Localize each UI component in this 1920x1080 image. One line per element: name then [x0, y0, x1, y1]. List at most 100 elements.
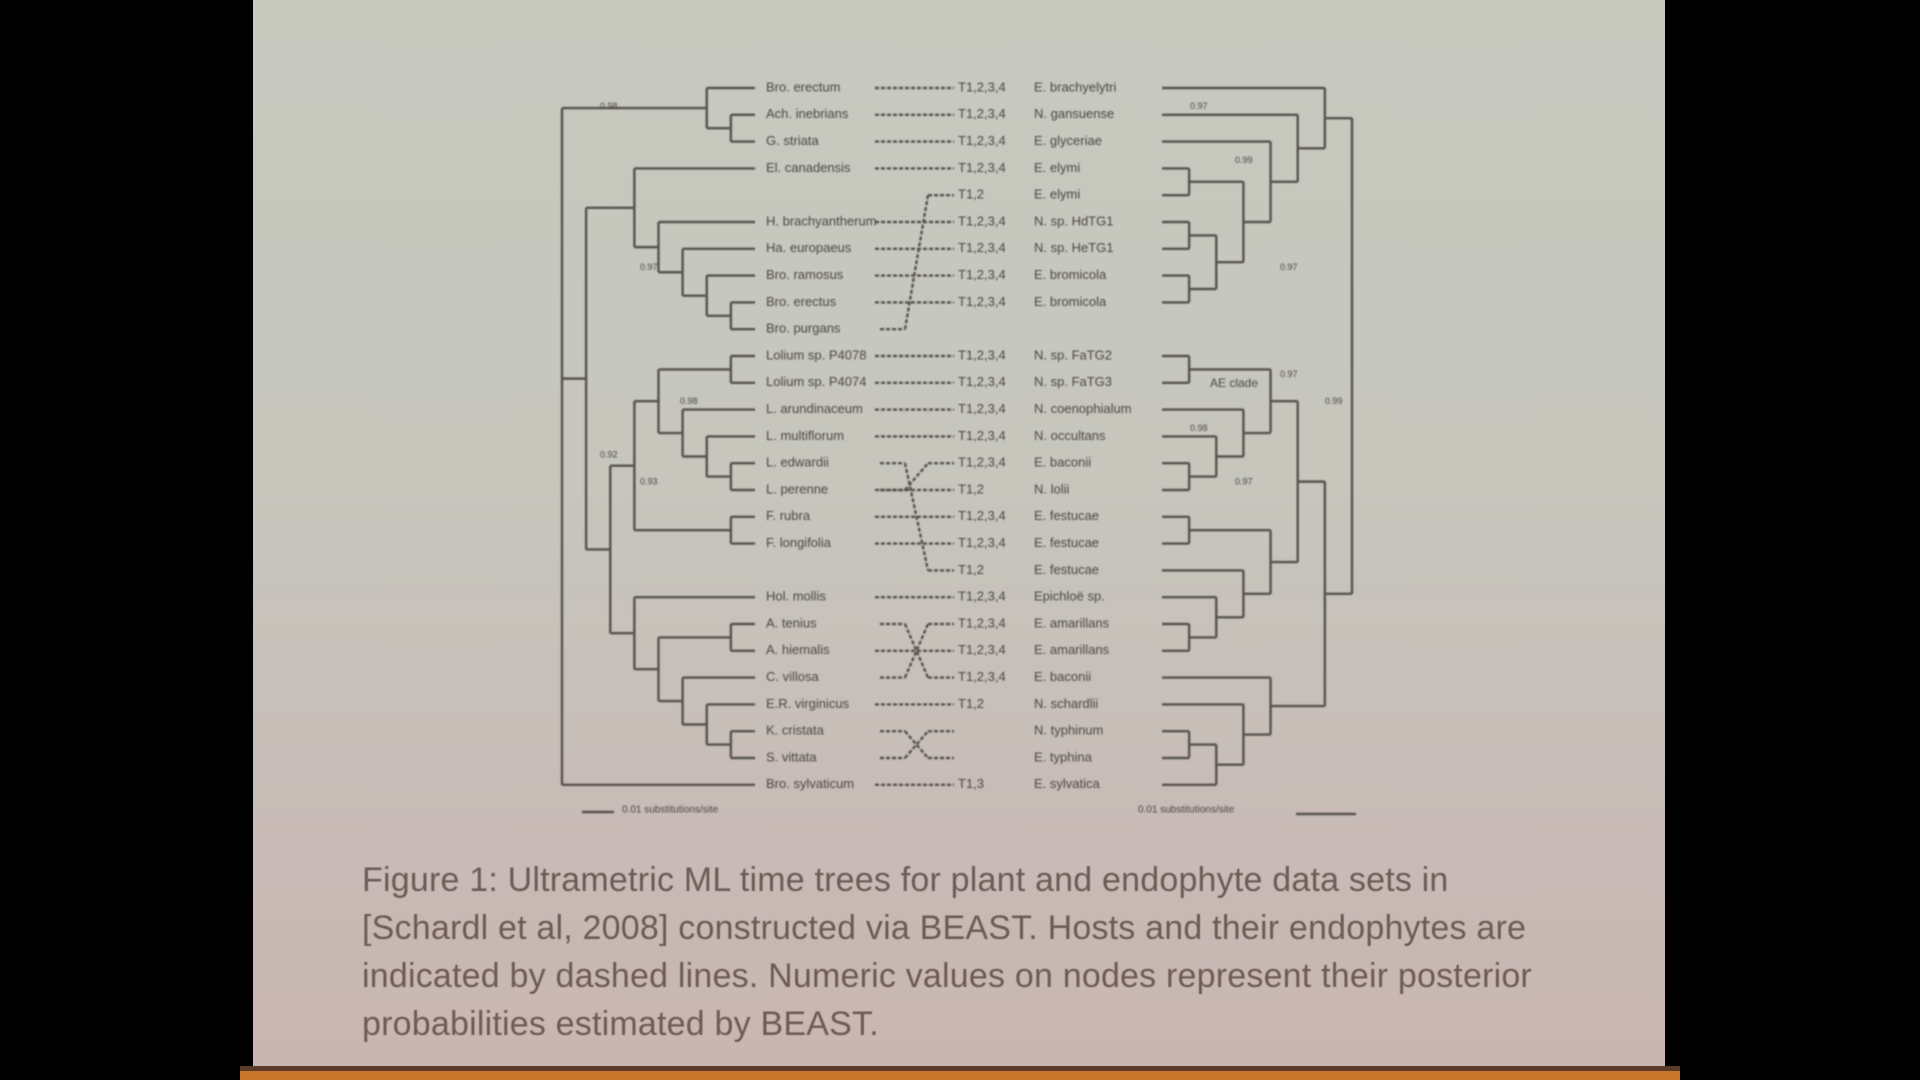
host-label: Hol. mollis: [766, 589, 826, 604]
marker-label: T1,2,3,4: [958, 535, 1006, 550]
host-posterior-label: 0.93: [640, 476, 658, 486]
marker-label: T1,2,3,4: [958, 160, 1006, 175]
endophyte-label: N. schardlii: [1034, 696, 1098, 711]
host-posterior-label: 0.98: [680, 396, 698, 406]
caption-line: probabilities estimated by BEAST.: [362, 1005, 879, 1043]
endophyte-label: E. baconii: [1034, 455, 1091, 470]
endophyte-label: E. elymi: [1034, 187, 1080, 202]
marker-label: T1,2,3,4: [958, 79, 1006, 94]
marker-label: T1,2: [958, 562, 984, 577]
host-scale-label: 0.01 substitutions/site: [622, 805, 719, 816]
host-endophyte-link: [903, 194, 930, 330]
endophyte-posterior-label: 0.97: [1280, 369, 1298, 379]
host-label: Bro. erectum: [766, 79, 840, 94]
endophyte-scale-label: 0.01 substitutions/site: [1138, 805, 1235, 816]
marker-label: T1,2,3,4: [958, 615, 1006, 630]
endophyte-label: E. festucae: [1034, 535, 1099, 550]
endophyte-posterior-label: 0.99: [1325, 396, 1343, 406]
host-label: G. striata: [766, 133, 820, 148]
endophyte-posterior-label: 0.97: [1235, 476, 1253, 486]
endophyte-label: E. festucae: [1034, 562, 1099, 577]
endophyte-label: E. festucae: [1034, 508, 1099, 523]
host-label: A. hiemalis: [766, 642, 830, 657]
endophyte-label: E. glyceriae: [1034, 133, 1102, 148]
caption-line: indicated by dashed lines. Numeric value…: [362, 957, 1532, 995]
marker-label: T1,2: [958, 696, 984, 711]
caption-line: Figure 1: Ultrametric ML time trees for …: [362, 861, 1449, 899]
host-label: H. brachyantherum: [766, 213, 877, 228]
screen-bottom-bezel: [240, 1071, 1680, 1080]
endophyte-label: E. typhina: [1034, 749, 1093, 764]
marker-label: T1,2,3,4: [958, 294, 1006, 309]
host-label: L. edwardii: [766, 455, 829, 470]
host-endophyte-link: [903, 462, 930, 571]
marker-label: T1,2,3,4: [958, 267, 1006, 282]
endophyte-label: E. amarillans: [1034, 642, 1110, 657]
endophyte-label: N. sp. HeTG1: [1034, 240, 1113, 255]
host-label: C. villosa: [766, 669, 820, 684]
endophyte-posterior-label: 0.97: [1280, 262, 1298, 272]
host-label: L. arundinaceum: [766, 401, 863, 416]
host-label: Ha. europaeus: [766, 240, 852, 255]
host-label: Ach. inebrians: [766, 106, 849, 121]
marker-label: T1,2,3,4: [958, 428, 1006, 443]
endophyte-label: E. elymi: [1034, 160, 1080, 175]
endophyte-label: N. sp. HdTG1: [1034, 213, 1113, 228]
host-label: K. cristata: [766, 723, 825, 738]
marker-label: T1,2,3,4: [958, 455, 1006, 470]
marker-label: T1,2,3,4: [958, 401, 1006, 416]
marker-label: T1,2: [958, 187, 984, 202]
marker-label: T1,2,3,4: [958, 508, 1006, 523]
endophyte-label: E. bromicola: [1034, 294, 1107, 309]
endophyte-label: N. coenophialum: [1034, 401, 1132, 416]
endophyte-posterior-label: 0.98: [1190, 423, 1208, 433]
figure-caption: Figure 1: Ultrametric ML time trees for …: [362, 856, 1592, 1048]
endophyte-label: E. bromicola: [1034, 267, 1107, 282]
host-endophyte-link: [903, 623, 930, 679]
marker-label: T1,3: [958, 776, 984, 791]
host-label: E.R. virginicus: [766, 696, 850, 711]
host-label: Bro. sylvaticum: [766, 776, 854, 791]
host-label: El. canadensis: [766, 160, 851, 175]
host-label: F. longifolia: [766, 535, 832, 550]
endophyte-label: N. sp. FaTG2: [1034, 347, 1112, 362]
host-label: L. multiflorum: [766, 428, 844, 443]
host-posterior-label: 0.98: [600, 101, 618, 111]
host-endophyte-link: [903, 623, 930, 679]
slide-bottom-border: [240, 1066, 1680, 1071]
endophyte-label: N. typhinum: [1034, 723, 1103, 738]
host-posterior-label: 0.92: [600, 450, 618, 460]
endophyte-label: E. brachyelytri: [1034, 79, 1116, 94]
host-label: Lolium sp. P4074: [766, 374, 866, 389]
marker-label: T1,2,3,4: [958, 374, 1006, 389]
marker-label: T1,2,3,4: [958, 347, 1006, 362]
endophyte-label: N. sp. FaTG3: [1034, 374, 1112, 389]
marker-label: T1,2,3,4: [958, 213, 1006, 228]
host-label: Bro. erectus: [766, 294, 837, 309]
host-label: Bro. ramosus: [766, 267, 844, 282]
marker-label: T1,2,3,4: [958, 669, 1006, 684]
endophyte-label: N. occultans: [1034, 428, 1106, 443]
endophyte-label: N. gansuense: [1034, 106, 1114, 121]
endophyte-label: E. baconii: [1034, 669, 1091, 684]
endophyte-posterior-label: 0.97: [1190, 101, 1208, 111]
slide: [253, 0, 1665, 1068]
endophyte-label: E. amarillans: [1034, 615, 1110, 630]
host-label: Lolium sp. P4078: [766, 347, 866, 362]
marker-label: T1,2: [958, 481, 984, 496]
host-label: L. perenne: [766, 481, 828, 496]
endophyte-label: Epichloë sp.: [1034, 589, 1105, 604]
host-label: F. rubra: [766, 508, 811, 523]
endophyte-posterior-label: 0.99: [1235, 155, 1253, 165]
clade-label: AE clade: [1210, 376, 1258, 390]
endophyte-label: E. sylvatica: [1034, 776, 1101, 791]
marker-label: T1,2,3,4: [958, 642, 1006, 657]
marker-label: T1,2,3,4: [958, 589, 1006, 604]
endophyte-label: N. lolii: [1034, 481, 1070, 496]
marker-label: T1,2,3,4: [958, 106, 1006, 121]
host-label: Bro. purgans: [766, 321, 841, 336]
host-label: A. tenius: [766, 615, 817, 630]
caption-line: [Schardl et al, 2008] constructed via BE…: [362, 909, 1527, 947]
host-label: S. vittata: [766, 749, 817, 764]
